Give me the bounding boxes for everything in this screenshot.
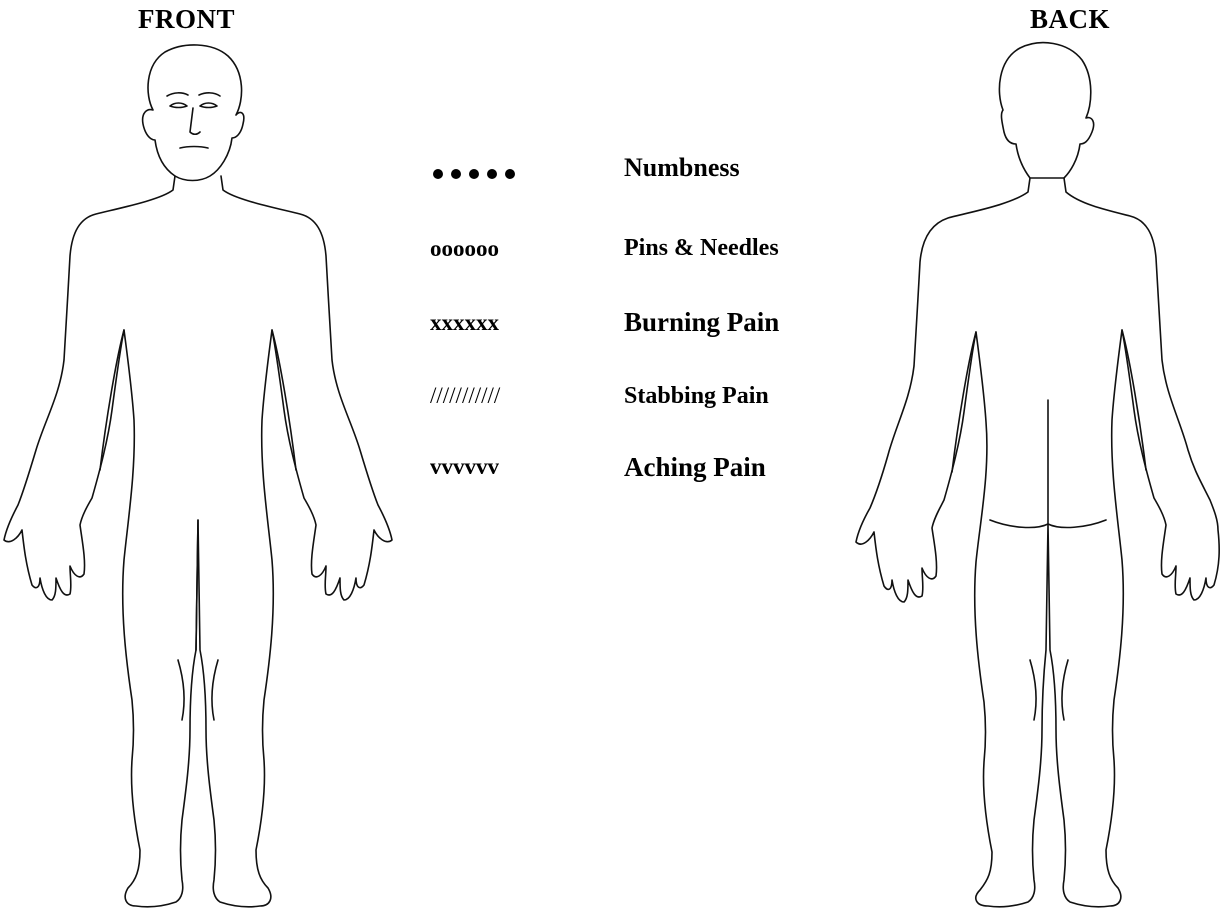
aching-pain-symbol: vvvvvv — [430, 454, 499, 480]
aching-pain-label: Aching Pain — [624, 452, 766, 483]
back-head-outline — [999, 43, 1093, 178]
burning-pain-symbol: xxxxxx — [430, 310, 499, 336]
back-right-knee — [1062, 660, 1068, 720]
numbness-symbol — [433, 166, 523, 184]
stabbing-pain-symbol: /////////// — [430, 383, 500, 409]
dot-4 — [487, 169, 497, 179]
numbness-label: Numbness — [624, 153, 740, 183]
pins-needles-symbol: oooooo — [430, 236, 499, 262]
stabbing-pain-label: Stabbing Pain — [624, 383, 769, 410]
dot-2 — [451, 169, 461, 179]
pins-needles-label: Pins & Needles — [624, 235, 779, 262]
back-left-knee — [1030, 660, 1036, 720]
back-torso-outline — [856, 178, 1219, 907]
dot-1 — [433, 169, 443, 179]
burning-pain-label: Burning Pain — [624, 307, 779, 338]
dot-5 — [505, 169, 515, 179]
dot-3 — [469, 169, 479, 179]
